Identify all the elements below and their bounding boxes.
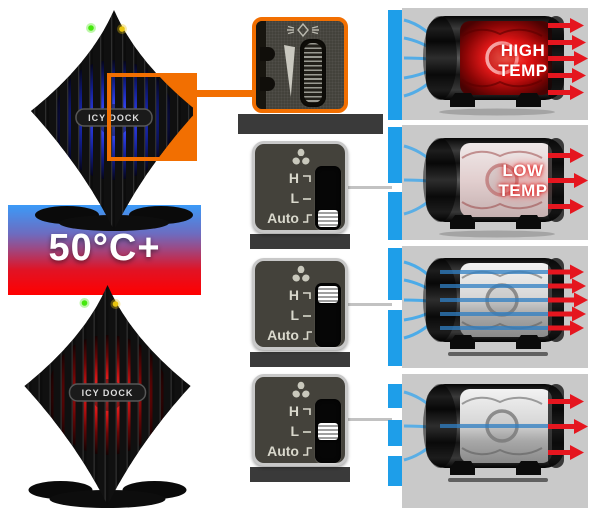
- hdd-enclosure-low-flow: [403, 384, 588, 482]
- auto-wave-icon: [303, 446, 312, 456]
- label-low: L: [261, 305, 313, 325]
- hdd-panel-max-airflow: [402, 246, 588, 368]
- outflow-arrows: [548, 18, 588, 100]
- fan-icon: [292, 265, 310, 282]
- through-flow-lines: [440, 270, 552, 330]
- hdd-panel-low-airflow: [402, 374, 588, 508]
- auto-wave-icon: [303, 213, 312, 223]
- fan-switch-panel-low: H L Auto: [252, 374, 348, 466]
- label-auto: Auto: [261, 325, 313, 345]
- airflow-bar: [388, 127, 402, 183]
- brand-text: ICY DOCK: [88, 113, 140, 123]
- thumbwheel-closeup-panel: [252, 17, 348, 113]
- panel-shadow-bar: [238, 114, 383, 134]
- fan-speed-thumbwheel: [304, 43, 322, 103]
- label-high: H: [261, 285, 313, 305]
- fan-switch-panel-high: H L Auto: [252, 258, 348, 350]
- low-wave-icon: [303, 430, 311, 433]
- edge-notch: [260, 47, 275, 61]
- panel-shadow-bar: [250, 234, 350, 249]
- callout-line-orange: [196, 90, 254, 97]
- temperature-label: 50°C+: [48, 227, 161, 269]
- fan-speed-switch: [315, 283, 341, 347]
- airflow-dial-icon: [287, 23, 319, 37]
- enclosure-feet: [450, 93, 541, 107]
- airflow-bar: [388, 248, 402, 300]
- switch-knob: [318, 286, 338, 303]
- airflow-bar: [388, 10, 402, 120]
- label-high: H: [261, 168, 313, 188]
- enclosure-feet: [450, 335, 541, 349]
- callout-line-gray: [348, 418, 392, 421]
- hdd-panel-low-temp: LOW TEMP: [402, 125, 588, 240]
- enclosure-feet: [450, 461, 541, 475]
- label-low: L: [261, 188, 313, 208]
- power-led-green-icon: [81, 300, 88, 306]
- temp-label-high: HIGH TEMP: [498, 41, 548, 80]
- airflow-bar: [388, 456, 402, 486]
- edge-notch: [260, 77, 275, 91]
- temp-label-low: LOW TEMP: [498, 161, 548, 200]
- label-auto: Auto: [261, 208, 313, 228]
- auto-wave-icon: [303, 330, 312, 340]
- enclosure-feet: [450, 215, 541, 229]
- high-wave-icon: [303, 291, 311, 299]
- airflow-bar: [388, 192, 402, 240]
- icy-dock-badge: ICY DOCK: [75, 108, 153, 127]
- low-wave-icon: [303, 197, 311, 200]
- label-auto: Auto: [261, 441, 313, 461]
- outflow-arrows: [548, 148, 588, 214]
- hdd-panel-high-temp: HIGH TEMP: [402, 8, 588, 120]
- brand-text: ICY DOCK: [82, 388, 134, 398]
- callout-line-gray: [348, 303, 392, 306]
- switch-knob: [318, 210, 338, 227]
- fan-icon: [292, 148, 310, 165]
- fan-switch-panel-auto: H L Auto: [252, 141, 348, 233]
- icy-dock-badge: ICY DOCK: [68, 383, 147, 402]
- label-high: H: [261, 401, 313, 421]
- fan-speed-switch: [315, 166, 341, 230]
- cooling-fan-blue: ICY DOCK: [31, 10, 197, 231]
- airflow-bar: [388, 420, 402, 446]
- status-led-amber-icon: [112, 301, 119, 307]
- airflow-bar: [388, 310, 402, 366]
- device-edge: [256, 21, 266, 109]
- status-led-amber-icon: [119, 26, 125, 32]
- fan-icon: [292, 381, 310, 398]
- label-low: L: [261, 421, 313, 441]
- airflow-bar: [388, 384, 402, 408]
- panel-shadow-bar: [250, 467, 350, 482]
- hdd-enclosure-max-flow: [403, 258, 588, 356]
- outflow-arrows: [548, 394, 588, 460]
- speed-indicator-wedge: [284, 45, 295, 97]
- hdd-enclosure-hot: [403, 16, 588, 116]
- outflow-arrows: [548, 264, 588, 336]
- drive-platter-hot: [460, 21, 552, 95]
- high-wave-icon: [303, 174, 311, 182]
- callout-line-gray: [348, 186, 392, 189]
- drive-platter-cool: [460, 143, 552, 217]
- power-led-green-icon: [88, 25, 94, 31]
- low-wave-icon: [303, 314, 311, 317]
- high-wave-icon: [303, 407, 311, 415]
- switch-knob: [318, 423, 338, 440]
- cooling-fan-red: ICY DOCK: [24, 285, 191, 508]
- fan-speed-switch: [315, 399, 341, 463]
- hdd-enclosure-cool: [403, 138, 588, 238]
- highlight-box-border: [107, 73, 197, 161]
- panel-shadow-bar: [250, 352, 350, 367]
